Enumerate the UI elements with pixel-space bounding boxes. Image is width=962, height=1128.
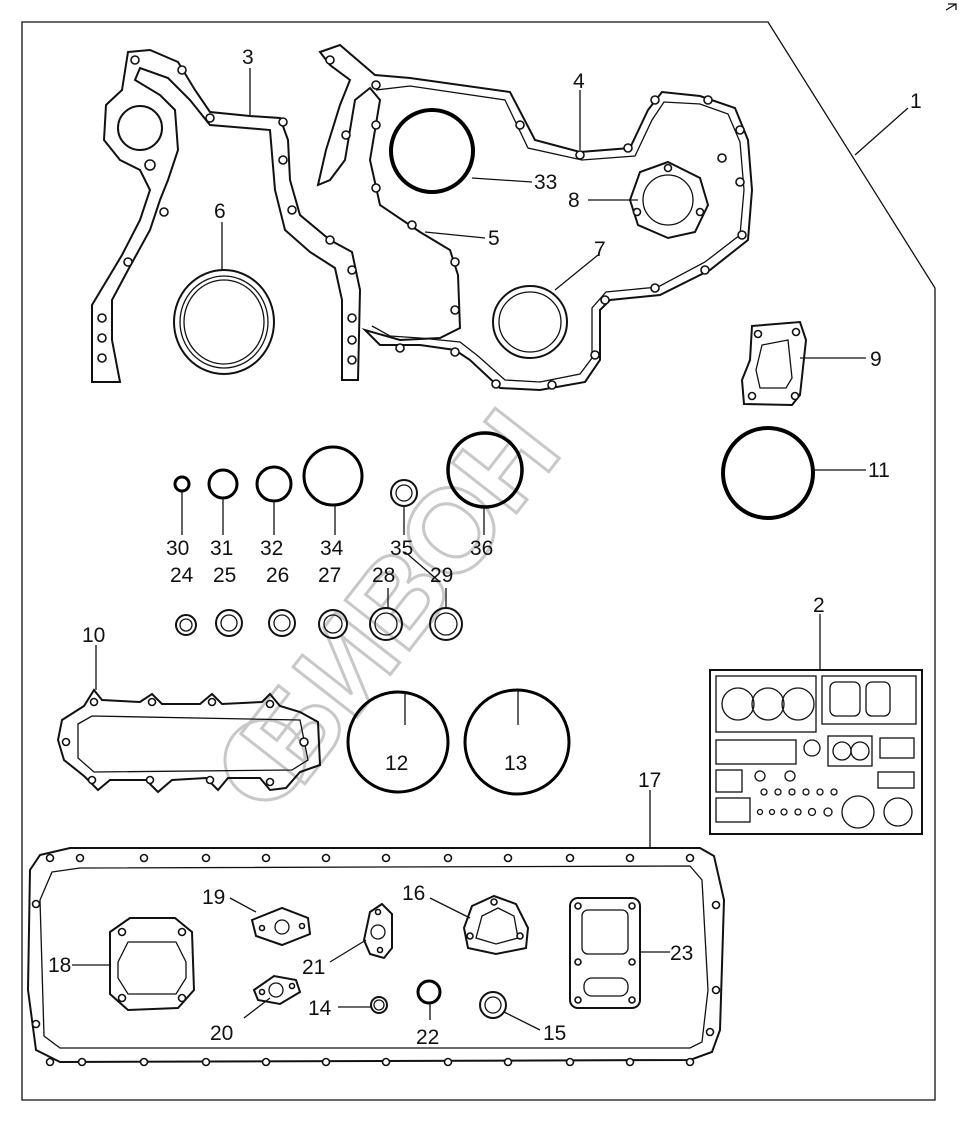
label-19: 19 bbox=[202, 886, 225, 909]
watermark-text: БИВОН bbox=[216, 387, 584, 806]
label-11: 11 bbox=[868, 459, 890, 482]
gasket-part-18 bbox=[109, 917, 196, 1012]
label-4: 4 bbox=[573, 70, 585, 93]
label-27: 27 bbox=[318, 564, 341, 587]
label-10: 10 bbox=[82, 624, 105, 647]
ring-part-33 bbox=[389, 108, 475, 194]
label-16: 16 bbox=[402, 882, 425, 905]
label-8: 8 bbox=[568, 189, 580, 212]
o-ring-31 bbox=[207, 468, 239, 500]
gasket-part-20 bbox=[252, 974, 302, 1006]
label-22: 22 bbox=[416, 1026, 439, 1049]
label-3: 3 bbox=[242, 46, 254, 69]
label-33: 33 bbox=[534, 171, 557, 194]
part-labels: 1 2 3 4 5 6 7 8 9 10 11 12 13 14 15 16 1… bbox=[48, 46, 922, 1049]
seal-part-7 bbox=[492, 285, 568, 359]
ring-part-12 bbox=[346, 690, 450, 794]
label-6: 6 bbox=[214, 200, 226, 223]
label-15: 15 bbox=[543, 1022, 566, 1045]
leader-lines bbox=[72, 68, 909, 1031]
o-ring-34 bbox=[302, 445, 364, 507]
gasket-part-8 bbox=[628, 160, 710, 240]
seal-part-6 bbox=[173, 269, 275, 375]
o-ring-30 bbox=[173, 475, 191, 493]
label-21: 21 bbox=[302, 956, 325, 979]
gasket-kit-box-part-2 bbox=[709, 669, 923, 835]
gasket-part-17 bbox=[26, 847, 726, 1067]
small-rings-bottom bbox=[370, 979, 507, 1019]
label-24: 24 bbox=[170, 564, 194, 587]
label-12: 12 bbox=[385, 752, 408, 775]
label-2: 2 bbox=[813, 594, 825, 617]
label-1: 1 bbox=[910, 90, 922, 113]
gasket-part-9 bbox=[740, 320, 808, 407]
ring-part-11 bbox=[721, 426, 815, 520]
label-36: 36 bbox=[470, 537, 493, 560]
gasket-part-3 bbox=[91, 48, 362, 383]
label-5: 5 bbox=[488, 227, 500, 250]
label-26: 26 bbox=[266, 564, 289, 587]
label-29: 29 bbox=[430, 564, 453, 587]
corner-mark-icon bbox=[945, 3, 957, 11]
label-32: 32 bbox=[260, 537, 283, 560]
label-9: 9 bbox=[870, 348, 882, 371]
gasket-part-4-5 bbox=[316, 43, 754, 392]
outer-frame bbox=[21, 21, 936, 1101]
label-23: 23 bbox=[670, 942, 693, 965]
gasket-part-19 bbox=[250, 906, 312, 947]
washers-lower-row bbox=[175, 607, 463, 641]
label-35: 35 bbox=[390, 537, 413, 560]
label-17: 17 bbox=[638, 769, 661, 792]
label-18: 18 bbox=[48, 954, 71, 977]
label-13: 13 bbox=[504, 752, 527, 775]
o-ring-32 bbox=[255, 465, 293, 503]
ring-part-13 bbox=[463, 688, 571, 796]
o-ring-36 bbox=[446, 431, 524, 509]
label-20: 20 bbox=[210, 1022, 233, 1045]
label-7: 7 bbox=[594, 238, 606, 261]
label-30: 30 bbox=[166, 537, 189, 560]
label-34: 34 bbox=[320, 537, 344, 560]
gasket-part-21 bbox=[362, 902, 393, 960]
label-28: 28 bbox=[372, 564, 395, 587]
gasket-part-16 bbox=[462, 894, 530, 956]
label-31: 31 bbox=[210, 537, 233, 560]
label-14: 14 bbox=[308, 997, 332, 1020]
watermark-circle bbox=[223, 718, 307, 802]
gasket-part-23 bbox=[569, 897, 641, 1009]
gasket-part-10 bbox=[56, 688, 322, 794]
label-25: 25 bbox=[213, 564, 236, 587]
